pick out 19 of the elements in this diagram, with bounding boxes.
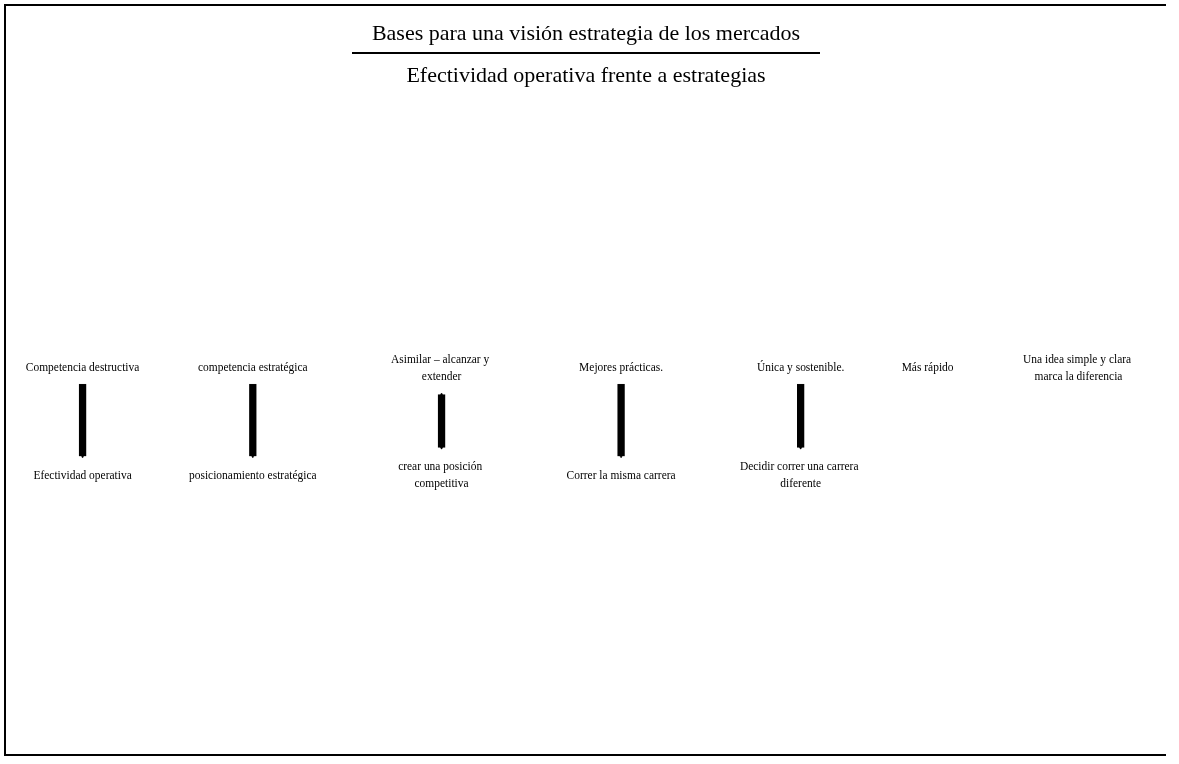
node-text: crear una posición competitiva xyxy=(398,459,483,490)
node-text: Decidir correr una carrera diferente xyxy=(739,459,859,490)
diagram-title: Bases para una visión estrategia de los mercados xyxy=(351,20,821,54)
arrow xyxy=(617,383,625,459)
node-text: posicionamiento estratégica xyxy=(189,468,317,482)
node-text: Asimilar – alcanzar y extender xyxy=(390,352,490,383)
arrow xyxy=(249,383,257,459)
arrow xyxy=(797,383,805,450)
arrow xyxy=(437,392,446,450)
node-text: Más rápido xyxy=(901,360,954,374)
arrow xyxy=(78,383,87,459)
node-text: Competencia destructiva xyxy=(25,360,140,374)
node-text: Única y sostenible. xyxy=(756,360,845,374)
subtitle: Efectividad operativa frente a estrategias xyxy=(406,62,766,88)
node-text: Efectividad operativa xyxy=(33,468,132,482)
node-text: competencia estratégica xyxy=(197,360,308,374)
node-text: Mejores prácticas. xyxy=(579,360,664,374)
node-text: Una idea simple y clara marca la diferencia xyxy=(1022,352,1132,383)
node-text: Correr la misma carrera xyxy=(566,468,676,482)
